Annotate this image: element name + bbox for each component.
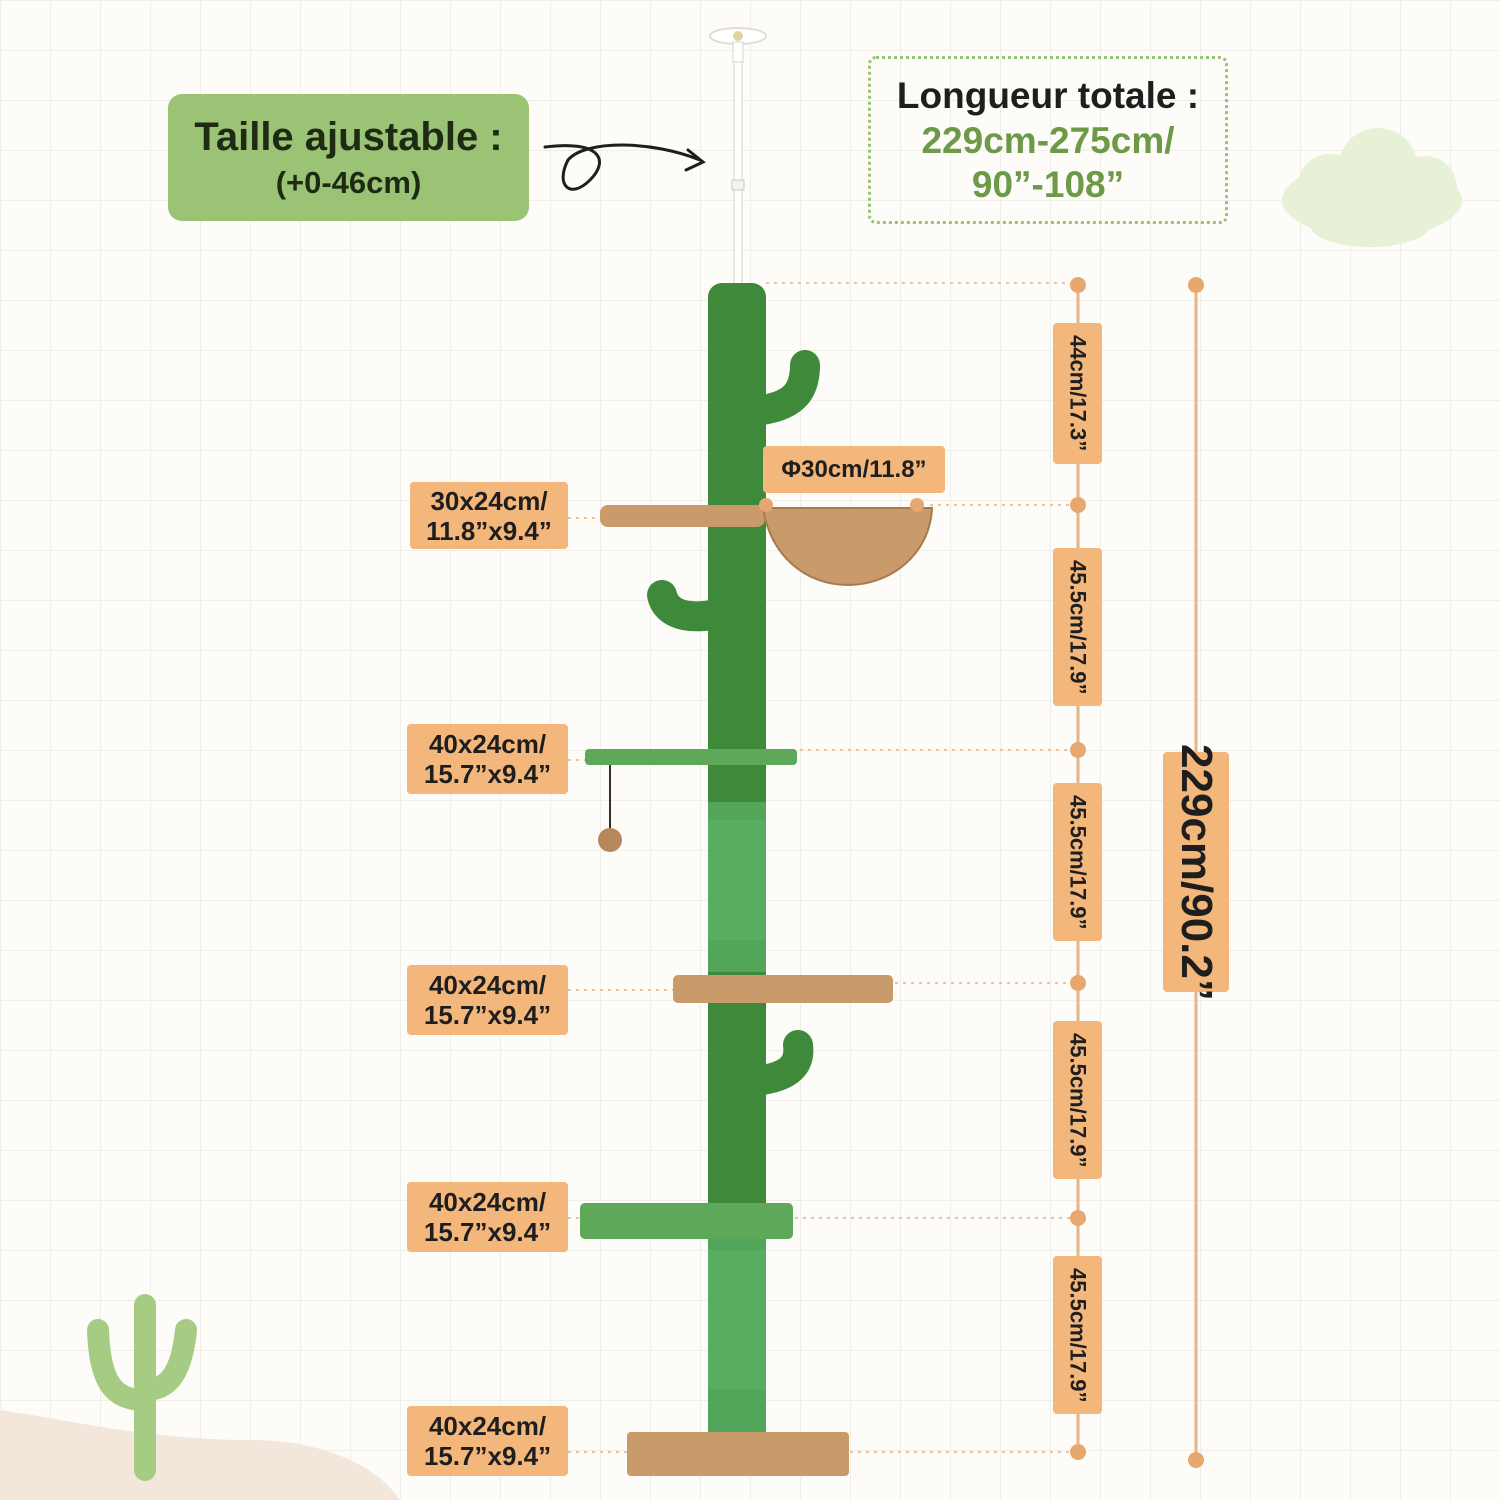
segment-label-text: 45.5cm/17.9” xyxy=(1065,1032,1091,1168)
segment-label-5: 45.5cm/17.9” xyxy=(1053,1256,1102,1414)
adjustable-title: Taille ajustable : xyxy=(194,114,503,159)
total-length-title: Longueur totale : xyxy=(896,75,1200,116)
adjustable-pole xyxy=(709,27,767,288)
cloud-decoration xyxy=(1282,128,1462,247)
segment-label-text: 44cm/17.3” xyxy=(1065,335,1091,452)
total-length-metric: 229cm-275cm/ xyxy=(921,120,1175,161)
total-length-imperial: 90”-108” xyxy=(971,164,1125,205)
total-height-label: 229cm/90.2” xyxy=(1163,744,1229,1000)
cactus-arms xyxy=(647,350,820,1095)
platform-label-line1: 40x24cm/ xyxy=(428,970,547,1000)
platform-label-line1: 40x24cm/ xyxy=(428,729,547,759)
platform-label-4: 40x24cm/ 15.7”x9.4” xyxy=(407,1182,568,1252)
segment-label-text: 45.5cm/17.9” xyxy=(1065,794,1091,930)
platform-label-1: 30x24cm/ 11.8”x9.4” xyxy=(410,482,568,549)
sand-hill-decoration xyxy=(0,1410,400,1500)
segment-label-1: 44cm/17.3” xyxy=(1053,323,1102,464)
guide-lines xyxy=(568,282,1078,1453)
ball-toy xyxy=(598,765,622,852)
platform-4 xyxy=(580,1203,793,1239)
platform-label-line2: 15.7”x9.4” xyxy=(423,1000,552,1030)
adjustable-range: (+0-46cm) xyxy=(275,164,422,200)
segment-label-4: 45.5cm/17.9” xyxy=(1053,1021,1102,1179)
diameter-label: Φ30cm/11.8” xyxy=(763,446,945,493)
platform-label-line2: 11.8”x9.4” xyxy=(426,515,552,546)
platform-3 xyxy=(673,975,893,1003)
total-length-box: Longueur totale : 229cm-275cm/ 90”-108” xyxy=(868,56,1228,224)
platform-label-line2: 15.7”x9.4” xyxy=(423,759,552,789)
total-height-text: 229cm/90.2” xyxy=(1172,743,1221,1001)
segment-label-text: 45.5cm/17.9” xyxy=(1065,559,1091,695)
cactus-trunk xyxy=(708,283,766,1453)
base-platform xyxy=(627,1432,849,1476)
platform-2 xyxy=(585,749,797,765)
platform-label-line2: 15.7”x9.4” xyxy=(423,1217,552,1247)
diameter-markers xyxy=(759,498,924,512)
adjustable-size-box: Taille ajustable : (+0-46cm) xyxy=(168,94,529,221)
platform-label-3: 40x24cm/ 15.7”x9.4” xyxy=(407,965,568,1035)
platform-label-2: 40x24cm/ 15.7”x9.4” xyxy=(407,724,568,794)
cactus-icon xyxy=(87,1294,197,1481)
platform-label-line1: 40x24cm/ xyxy=(428,1187,547,1217)
platform-label-line1: 30x24cm/ xyxy=(430,485,548,516)
platform-label-5: 40x24cm/ 15.7”x9.4” xyxy=(407,1406,568,1476)
hammock-platform xyxy=(600,505,934,587)
platform-label-line1: 40x24cm/ xyxy=(428,1411,547,1441)
segment-label-text: 45.5cm/17.9” xyxy=(1065,1267,1091,1403)
segment-label-3: 45.5cm/17.9” xyxy=(1053,783,1102,941)
curly-arrow-icon xyxy=(543,143,706,191)
platform-label-line2: 15.7”x9.4” xyxy=(423,1441,552,1471)
segment-label-2: 45.5cm/17.9” xyxy=(1053,548,1102,706)
